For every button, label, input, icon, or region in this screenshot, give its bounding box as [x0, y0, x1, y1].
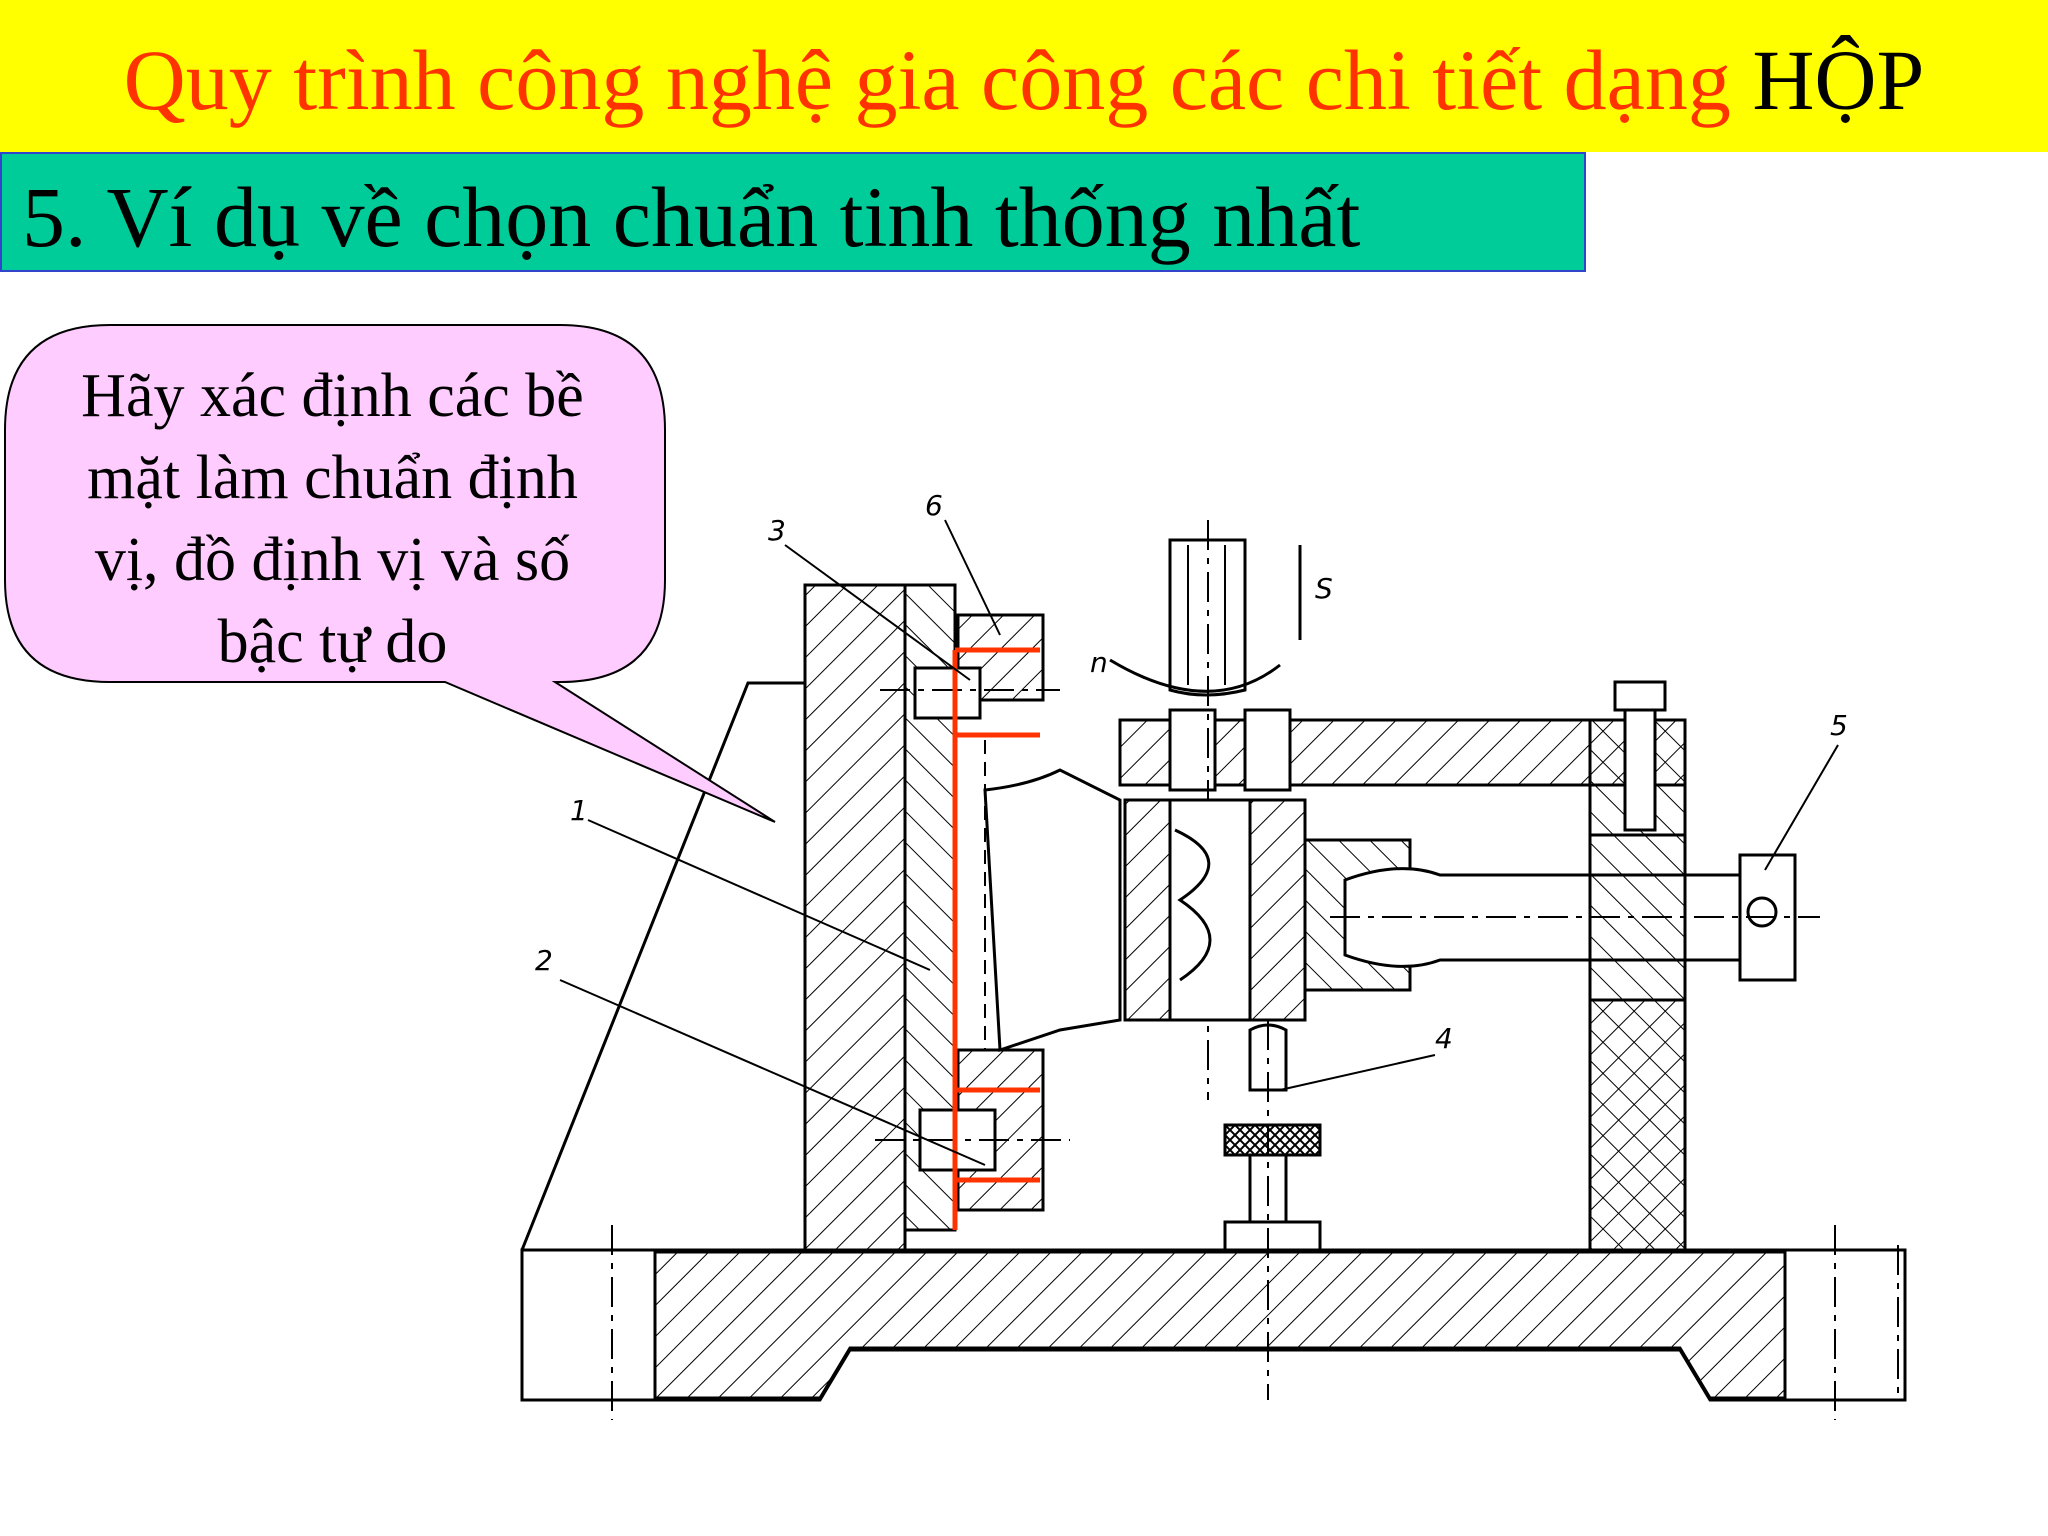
locating-surface-highlight [952, 647, 1040, 1230]
callout-line: Hãy xác định các bề [81, 362, 584, 430]
locating-plate [803, 583, 907, 1252]
label-rotation: n [1090, 646, 1108, 679]
label-feed: S [1315, 572, 1333, 605]
callout-line: mặt làm chuẩn định [87, 444, 578, 512]
support-pin [1248, 1023, 1288, 1092]
label-part-6: 6 [925, 489, 943, 522]
title-main-text: Quy trình công nghệ gia công các chi tiế… [123, 32, 1731, 128]
title-bar [0, 0, 2048, 152]
callout-line: vị, đồ định vị và số [94, 526, 571, 594]
callout-line: bậc tự do [217, 608, 448, 676]
pin-upper [913, 666, 982, 720]
label-part-4: 4 [1435, 1022, 1453, 1055]
title-emphasis-text: HỘP [1752, 32, 1925, 128]
workpiece-body [983, 768, 1122, 1053]
label-part-3: 3 [768, 514, 786, 547]
slide-title: Quy trình công nghệ gia công các chi tiế… [0, 30, 2048, 130]
section-heading: 5. Ví dụ về chọn chuẩn tinh thống nhất [22, 169, 1361, 265]
label-part-2: 2 [535, 944, 553, 977]
section-heading-box: 5. Ví dụ về chọn chuẩn tinh thống nhất [0, 152, 1586, 272]
callout-question: Hãy xác định các bề mặt làm chuẩn định v… [20, 355, 645, 683]
label-part-1: 1 [570, 794, 588, 827]
label-part-5: 5 [1830, 709, 1848, 742]
